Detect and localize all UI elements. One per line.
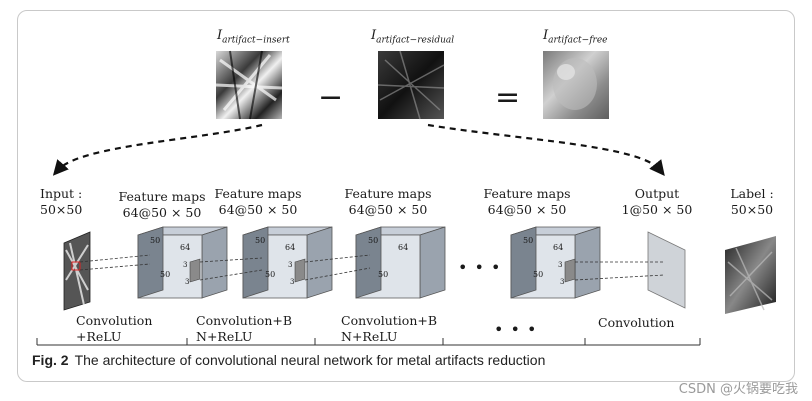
watermark: CSDN @火锅要吃我 [678,382,798,397]
output-title: Output 1@50 × 50 [621,186,693,217]
equals-sign: = [495,80,521,115]
cube4-kernel-label-b: 3 [560,278,565,286]
cube2-depth-label: 64 [285,243,296,252]
cube4-front-label: 50 [533,270,544,279]
cube4-side-label: 50 [523,236,534,245]
input-title: Input : 50×50 [40,186,83,217]
bottom-label-5: Convolution [598,315,675,330]
cube3-depth-label: 64 [398,243,409,252]
bottom-label-1: Convolution +ReLU [76,313,153,344]
label-title: Label : 50×50 [730,186,774,217]
cube1-side-label: 50 [150,236,161,245]
fm4-title: Feature maps 64@50 × 50 [483,186,571,217]
feature-cube-2 [242,226,333,299]
feature-cube-4 [510,226,601,299]
cube4-kernel-label-a: 3 [558,261,563,269]
cube2-kernel-label-a: 3 [288,261,293,269]
residual-label: Iartifact−residual [371,28,455,46]
fm2-title: Feature maps 64@50 × 50 [214,186,302,217]
figure-caption: Fig. 2 The architecture of convolutional … [32,352,545,368]
cube3-side-label: 50 [368,236,379,245]
fm1-title: Feature maps 64@50 × 50 [118,189,206,220]
cube1-depth-label: 64 [180,243,191,252]
free-image [543,51,609,119]
cube2-front-label: 50 [265,270,276,279]
feature-cube-3 [355,226,446,299]
bottom-brace [36,338,701,346]
cube1-kernel-label-a: 3 [183,261,188,269]
input-dashed-arrow [52,123,263,176]
feature-cube-1 [137,226,228,299]
projection-lines [79,254,665,281]
bottom-ellipsis: • • • [494,320,538,339]
figure-number: Fig. 2 [32,352,69,368]
input-image [63,231,91,311]
cube1-kernel-label-b: 3 [185,278,190,286]
cube2-side-label: 50 [255,236,266,245]
cube2-kernel-label-b: 3 [290,278,295,286]
output-dashed-arrow [427,123,665,176]
middle-ellipsis: • • • [458,258,502,277]
caption-text: The architecture of convolutional neural… [74,352,546,368]
cube1-front-label: 50 [160,270,171,279]
label-image [725,236,776,314]
insert-label: Iartifact−insert [217,28,290,46]
residual-image [377,50,445,120]
free-label: Iartifact−free [543,28,608,46]
output-plane [647,231,686,309]
bottom-label-3: Convolution+B N+ReLU [341,313,438,344]
cube4-depth-label: 64 [553,243,564,252]
insert-image [215,50,283,120]
fm3-title: Feature maps 64@50 × 50 [344,186,432,217]
cube3-front-label: 50 [378,270,389,279]
minus-sign: − [318,80,344,115]
bottom-label-2: Convolution+B N+ReLU [196,313,293,344]
